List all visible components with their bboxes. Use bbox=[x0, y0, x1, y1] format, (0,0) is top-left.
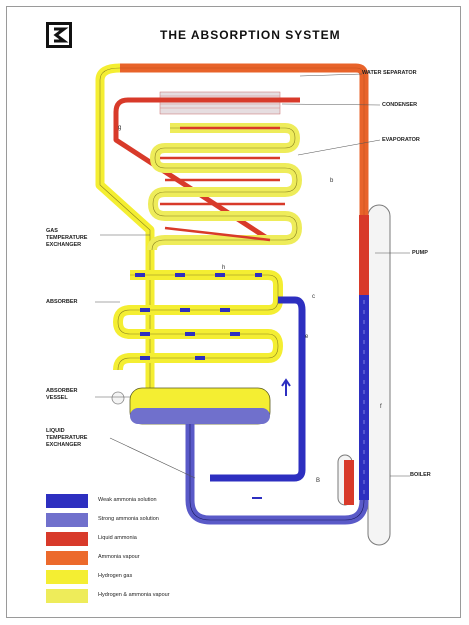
label-pump: PUMP bbox=[412, 250, 428, 257]
label-evaporator: EVAPORATOR bbox=[382, 137, 420, 144]
pump-section bbox=[359, 215, 369, 295]
letter-g: g bbox=[118, 125, 121, 131]
legend-swatch bbox=[46, 532, 88, 546]
label-condenser: CONDENSER bbox=[382, 102, 417, 109]
legend-label: Hydrogen gas bbox=[98, 573, 132, 579]
legend-label: Liquid ammonia bbox=[98, 535, 137, 541]
letter-b: b bbox=[330, 178, 333, 184]
flow-arrow-icon bbox=[282, 380, 290, 396]
label-absorber: ABSORBER bbox=[46, 299, 77, 306]
label-liquid-temperature-exchanger: LIQUID TEMPERATURE EXCHANGER bbox=[46, 428, 87, 449]
hydrogen-gas-line-left bbox=[100, 68, 150, 390]
letter-c: c bbox=[312, 294, 315, 300]
letter-h: h bbox=[222, 265, 225, 271]
legend-swatch bbox=[46, 494, 88, 508]
absorber-coil bbox=[118, 275, 278, 370]
legend-label: Weak ammonia solution bbox=[98, 497, 157, 503]
electrolux-logo-icon bbox=[46, 22, 72, 48]
legend-label: Ammonia vapour bbox=[98, 554, 140, 560]
label-water-separator: WATER SEPARATOR bbox=[362, 70, 417, 77]
evaporator-coil bbox=[152, 128, 297, 250]
label-boiler: BOILER bbox=[410, 472, 431, 479]
legend-label: Strong ammonia solution bbox=[98, 516, 159, 522]
legend-swatch bbox=[46, 570, 88, 584]
letter-e: e bbox=[305, 334, 308, 340]
letter-f: f bbox=[380, 404, 382, 410]
condenser-fins bbox=[160, 92, 280, 114]
label-gas-temperature-exchanger: GAS TEMPERATURE EXCHANGER bbox=[46, 228, 87, 249]
boiler-tube bbox=[368, 205, 390, 545]
page-title: THE ABSORPTION SYSTEM bbox=[160, 28, 341, 42]
legend-swatch bbox=[46, 513, 88, 527]
legend-swatch bbox=[46, 589, 88, 603]
legend-label: Hydrogen & ammonia vapour bbox=[98, 592, 170, 598]
legend-swatch bbox=[46, 551, 88, 565]
letter-b-boiler: B bbox=[316, 478, 320, 484]
label-absorber-vessel: ABSORBER VESSEL bbox=[46, 388, 77, 402]
